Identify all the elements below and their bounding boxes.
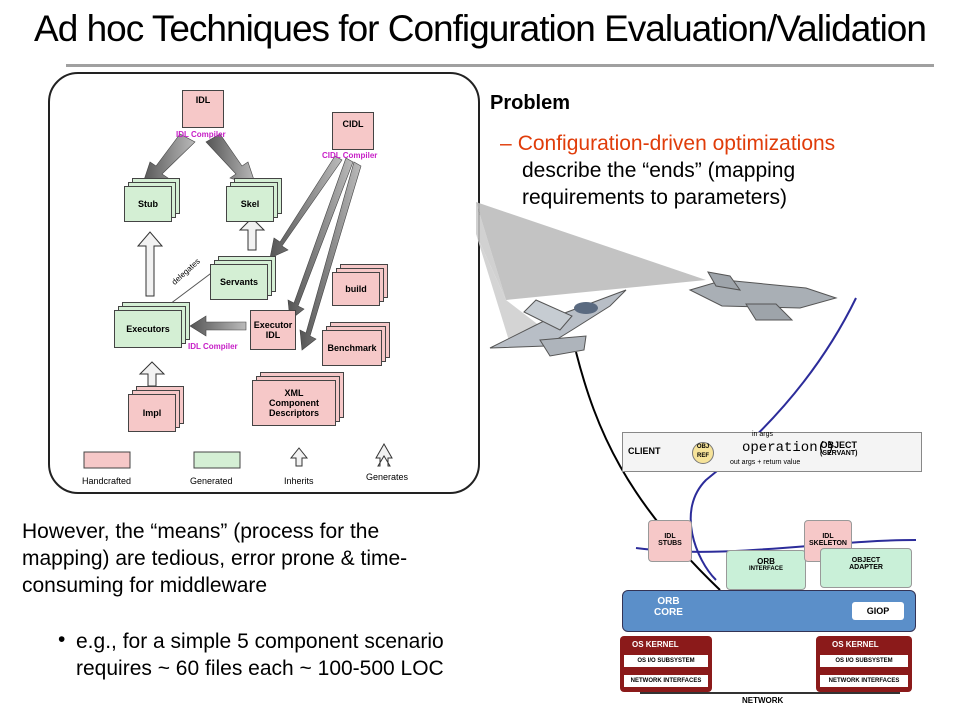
idl-compiler-label-top: IDL Compiler [176, 130, 226, 139]
problem-text: –Configuration-driven optimizations desc… [500, 130, 835, 211]
problem-line1: Configuration-driven optimizations [517, 132, 836, 155]
inherits-arrow [138, 361, 166, 387]
executors-doc: Executors [114, 302, 190, 348]
however-line3: consuming for middleware [22, 574, 268, 597]
obj-ref-line2: REF [697, 453, 709, 459]
object-adapter-box: OBJECT ADAPTER [820, 548, 912, 588]
inherits-arrow [136, 231, 164, 297]
idl-doc: IDL [182, 90, 226, 130]
idl-compiler-label-bottom: IDL Compiler [188, 342, 238, 351]
title-divider [66, 64, 934, 67]
idl-label: IDL [182, 90, 224, 128]
obj-ref-icon: OBJ REF [692, 442, 714, 464]
problem-heading: Problem [490, 92, 571, 114]
jet-left-icon [489, 289, 627, 357]
object-adapter-line2: ADAPTER [849, 564, 883, 571]
idl-stubs-line2: STUBS [658, 540, 682, 547]
generates-arrow [299, 161, 362, 351]
orb-interface-line1: ORB [757, 557, 775, 566]
slide-title: Ad hoc Techniques for Configuration Eval… [34, 8, 927, 49]
legend-inherits: Inherits [284, 476, 314, 486]
idl-stubs-line1: IDL [664, 533, 676, 540]
os-kernel-left-label: OS KERNEL [632, 640, 679, 649]
legend-handcrafted: Handcrafted [82, 476, 132, 486]
os-io-right: OS I/O SUBSYSTEM [820, 655, 908, 667]
xml-descriptors-label: XML Component Descriptors [252, 380, 336, 426]
skel-label: Skel [226, 186, 274, 222]
servants-doc: Servants [210, 256, 276, 300]
ccm-diagram-panel: IDL IDL Compiler CIDL CIDL Compiler Stub… [48, 72, 480, 494]
legend-generates: Generates [366, 472, 409, 482]
bullet-line2: requires ~ 60 files each ~ 100-500 LOC [76, 657, 444, 680]
benchmark-label: Benchmark [322, 330, 382, 366]
net-if-left: NETWORK INTERFACES [624, 675, 708, 687]
cidl-doc: CIDL [332, 112, 376, 152]
cidl-compiler-label: CIDL Compiler [322, 151, 378, 160]
client-label: CLIENT [628, 446, 661, 456]
xml-line3: Descriptors [268, 408, 320, 418]
generates-arrow [269, 155, 343, 259]
inherits-arrow [238, 217, 266, 251]
xml-descriptors-doc: XML Component Descriptors [252, 372, 344, 426]
bullet-line1: e.g., for a simple 5 component scenario [76, 630, 444, 653]
network-label: NETWORK [742, 696, 784, 705]
skel-doc: Skel [226, 178, 282, 222]
servants-label: Servants [210, 264, 268, 300]
object-line1: OBJECT [820, 440, 857, 450]
operation-label: operation() [742, 440, 835, 456]
problem-dash: – [500, 132, 512, 155]
client-object-box [622, 432, 922, 472]
os-kernel-right-label: OS KERNEL [832, 640, 879, 649]
however-paragraph: However, the “means” (process for the ma… [22, 518, 542, 599]
stub-label: Stub [124, 186, 172, 222]
orb-interface-line2: INTERFACE [748, 566, 783, 572]
net-if-right: NETWORK INTERFACES [820, 675, 908, 687]
generates-arrow [287, 157, 354, 321]
cidl-label: CIDL [332, 112, 374, 150]
however-line2: mapping) are tedious, error prone & time… [22, 547, 408, 570]
executor-idl-line1: Executor [253, 320, 293, 330]
executor-idl-line2: IDL [265, 330, 281, 340]
orb-interface-box: ORB INTERFACE [726, 550, 806, 590]
obj-ref-line1: OBJ [696, 444, 710, 450]
in-args-label: in args [752, 431, 774, 438]
jet-right-icon [688, 271, 838, 321]
network-line [640, 692, 900, 694]
legend-generated: Generated [190, 476, 233, 486]
benchmark-doc: Benchmark [322, 322, 390, 366]
diagram-arrows [83, 133, 393, 469]
idl-skeleton-line2: SKELETON [809, 540, 847, 547]
orb-core-label: ORB CORE [654, 596, 683, 618]
idl-skeleton-line1: IDL [822, 533, 834, 540]
stub-doc: Stub [124, 178, 180, 222]
problem-line2: describe the “ends” (mapping [522, 159, 796, 182]
giop-label: GIOP [852, 602, 904, 620]
executor-idl-label: Executor IDL [250, 310, 296, 350]
bullet-paragraph: e.g., for a simple 5 component scenario … [76, 628, 596, 682]
os-io-left: OS I/O SUBSYSTEM [624, 655, 708, 667]
object-label: OBJECT (SERVANT) [820, 440, 857, 457]
xml-line1: XML [284, 388, 304, 398]
build-label: build [332, 272, 380, 306]
orb-core-line2: CORE [654, 607, 683, 618]
idl-stubs-box: IDL STUBS [648, 520, 692, 562]
impl-label: Impl [128, 394, 176, 432]
executor-idl-doc: Executor IDL [250, 310, 296, 350]
generates-arrow [189, 315, 247, 337]
object-line2: (SERVANT) [820, 450, 858, 457]
however-line1: However, the “means” (process for the [22, 520, 380, 543]
bullet-marker: • [58, 628, 66, 651]
executors-label: Executors [114, 310, 182, 348]
object-adapter-line1: OBJECT [851, 557, 881, 564]
build-doc: build [332, 264, 388, 306]
problem-line3: requirements to parameters) [522, 186, 787, 209]
xml-line2: Component [269, 398, 319, 408]
impl-doc: Impl [128, 386, 184, 432]
out-args-label: out args + return value [730, 459, 801, 466]
orb-core-line1: ORB [657, 596, 680, 607]
orb-illustration [476, 202, 917, 591]
